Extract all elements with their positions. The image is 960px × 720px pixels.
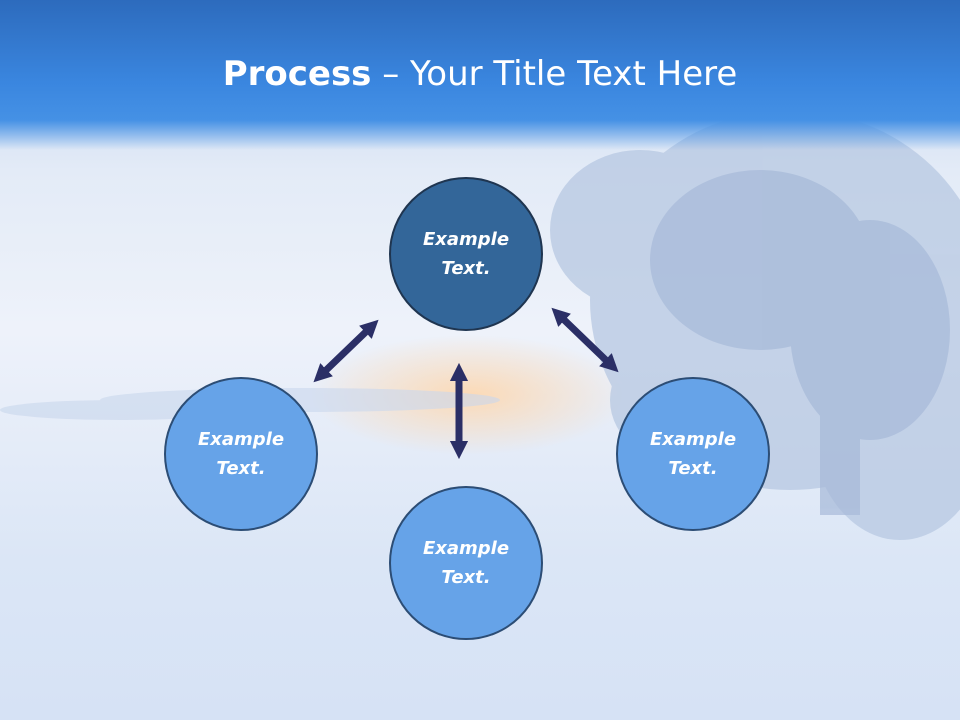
node-left-line2: Text. (216, 458, 266, 479)
arrow-top-left (313, 319, 379, 383)
node-bottom-line1: Example (422, 538, 510, 559)
slide-title: Process – Your Title Text Here (0, 52, 960, 96)
arrow-top-right (551, 307, 619, 373)
node-top-line1: Example (422, 229, 510, 250)
node-right-line1: Example (649, 429, 737, 450)
node-bottom-line2: Text. (441, 567, 491, 588)
process-node-right: Example Text. (616, 377, 770, 531)
node-right-line2: Text. (668, 458, 718, 479)
title-rest: – Your Title Text Here (371, 54, 738, 94)
node-left-line1: Example (197, 429, 285, 450)
process-node-left: Example Text. (164, 377, 318, 531)
process-node-top: Example Text. (389, 177, 543, 331)
title-bold-word: Process (222, 54, 372, 94)
node-top-line2: Text. (441, 258, 491, 279)
process-node-bottom: Example Text. (389, 486, 543, 640)
title-banner (0, 0, 960, 150)
